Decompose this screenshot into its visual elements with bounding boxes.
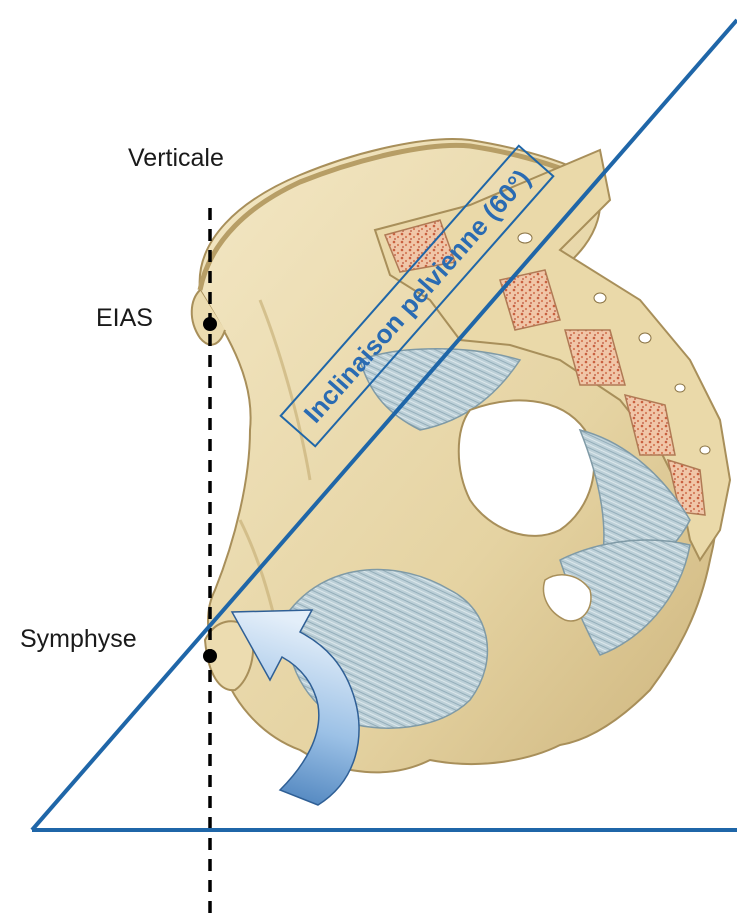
symphysis-point: [203, 649, 217, 663]
vertical-label: Verticale: [128, 144, 224, 172]
asis-point: [203, 317, 217, 331]
asis-label: EIAS: [96, 304, 153, 332]
symphysis-label: Symphyse: [20, 625, 137, 653]
